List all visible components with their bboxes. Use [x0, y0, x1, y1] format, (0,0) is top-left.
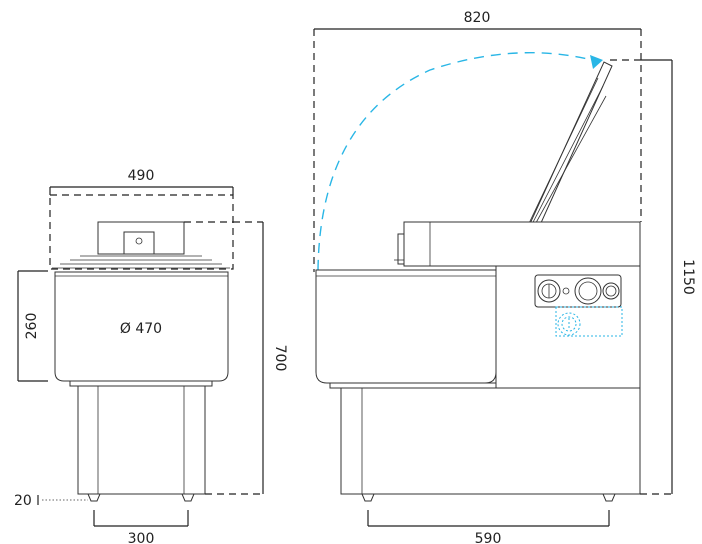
- lid-opening-arrow: [590, 55, 603, 69]
- foot-height-label: 20: [14, 493, 32, 509]
- side-foot-right: [602, 493, 616, 502]
- front-view: 490 Ø 470 260 20: [14, 168, 288, 544]
- front-foot-left: [87, 493, 101, 502]
- side-bowl: [315, 269, 497, 384]
- front-width-label: 490: [128, 168, 155, 184]
- front-base: [77, 385, 206, 495]
- side-view: 820: [313, 10, 696, 544]
- side-foot-left: [361, 493, 375, 502]
- side-head-housing: [403, 221, 641, 267]
- optional-switch-icon: [557, 312, 581, 336]
- front-lid-outline: [49, 194, 234, 270]
- front-bowl: [54, 271, 229, 382]
- side-lower-base: [340, 387, 641, 495]
- front-foot-right: [181, 493, 195, 502]
- total-height-label: 700: [272, 345, 288, 372]
- side-feet-spacing-label: 590: [475, 531, 502, 544]
- optional-switch-outline: [555, 306, 623, 337]
- lid-opening-arc: [317, 51, 601, 271]
- side-width-label: 820: [464, 10, 491, 26]
- open-height-label: 1150: [680, 259, 696, 295]
- front-feet-spacing-label: 300: [128, 531, 155, 544]
- bowl-diameter-label: Ø 470: [120, 321, 162, 337]
- bowl-height-label: 260: [24, 313, 40, 340]
- control-button[interactable]: [602, 282, 620, 300]
